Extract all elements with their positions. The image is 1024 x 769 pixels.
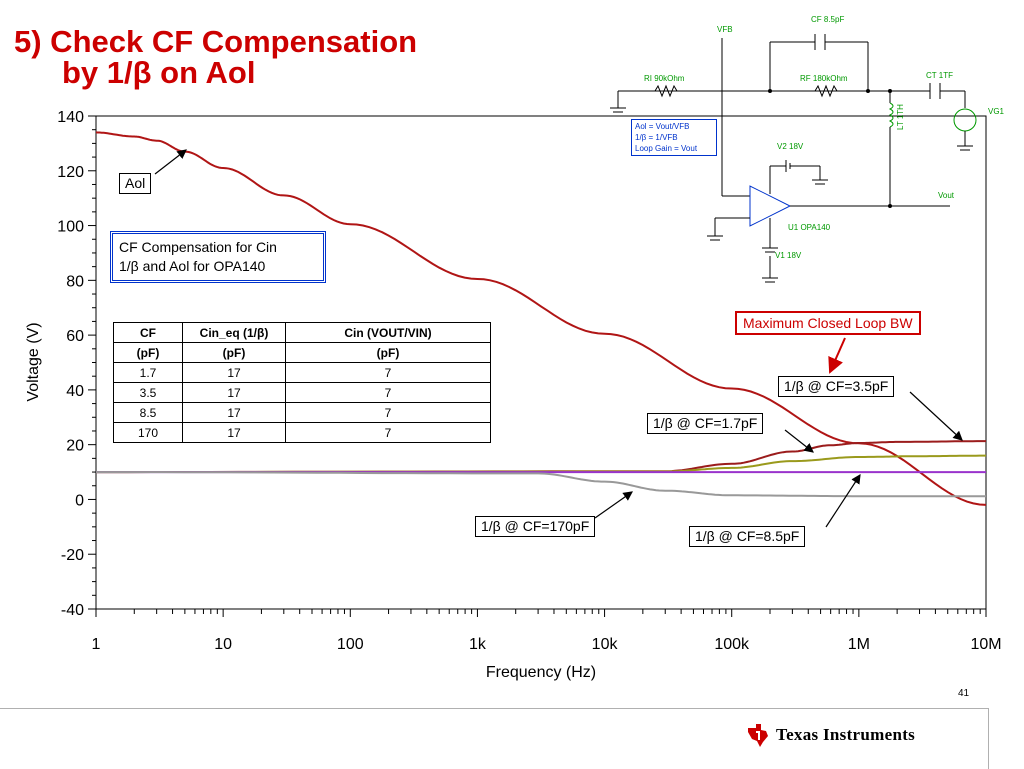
aol-definition-box: Aol = Vout/VFB 1/β = 1/VFB Loop Gain = V… [631,119,717,156]
table-row: 3.5 17 7 [113,382,491,403]
y-tick-label: -20 [61,547,84,564]
table-cell: 17 [182,382,286,403]
table-unit-cell: (pF) [182,342,286,363]
table-cell: 3.5 [113,382,183,403]
page-number: 41 [958,688,970,699]
red-callout-arrow [828,337,846,374]
table-units-row: (pF) (pF) (pF) [113,342,491,363]
loopgain-definition-line: Loop Gain = Vout [635,144,698,153]
callout-arrow [594,491,633,519]
table-cell: 7 [285,362,491,383]
cf-170-callout: 1/β @ CF=170pF [475,516,596,537]
table-unit-cell: (pF) [113,342,183,363]
y-tick-label: 100 [57,219,84,236]
x-tick-label: 10M [970,636,1001,653]
table-header-row: CF Cin_eq (1/β) Cin (VOUT/VIN) [113,322,491,343]
ct-label: CT 1TF [926,71,953,80]
series-line [96,471,986,498]
y-tick-label: 20 [66,438,84,455]
max-closed-loop-bw-callout: Maximum Closed Loop BW [735,311,921,335]
ti-logo-icon [748,724,768,747]
x-tick-label: 10k [592,636,619,653]
table-cell: 17 [182,402,286,423]
y-tick-label: 40 [66,383,84,400]
slide-title: 5) Check CF Compensation by 1/β on Aol [14,26,417,88]
x-axis-label: Frequency (Hz) [486,664,596,681]
x-tick-label: 1M [848,636,870,653]
table-cell: 17 [182,422,286,443]
x-tick-label: 1k [469,636,487,653]
ri-label: RI 90kOhm [644,74,685,83]
table-row: 8.5 17 7 [113,402,491,423]
y-tick-label: 60 [66,328,84,345]
y-tick-label: 140 [57,109,84,126]
y-tick-label: 120 [57,164,84,181]
cf-table: CF Cin_eq (1/β) Cin (VOUT/VIN) (pF) (pF)… [113,322,491,443]
slide-title-line1: 5) Check CF Compensation [14,24,418,59]
aol-definition-line: Aol = Vout/VFB [635,122,690,131]
table-cell: 8.5 [113,402,183,423]
table-unit-cell: (pF) [285,342,491,363]
cf-label: CF 8.5pF [811,15,844,24]
circuit-schematic: CF 8.5pF VFB RI 90kOhm RF 180kOhm CT 1TF… [610,15,1005,283]
x-tick-label: 10 [214,636,232,653]
slide-title-line2: by 1/β on Aol [62,55,256,90]
x-tick-label: 1 [92,636,101,653]
table-cell: 17 [182,362,286,383]
cf-1p7-callout: 1/β @ CF=1.7pF [647,413,764,434]
lt-label: LT 1TH [896,104,905,130]
x-tick-label: 100k [714,636,750,653]
y-axis-label: Voltage (V) [25,322,42,401]
slide-footer [0,708,989,769]
v1-label: V1 18V [775,251,802,260]
beta-definition-line: 1/β = 1/VFB [635,133,678,142]
table-cell: 1.7 [113,362,183,383]
v2-label: V2 18V [777,142,804,151]
vout-label: Vout [938,191,955,200]
callout-arrow [909,391,963,441]
cf-8p5-callout: 1/β @ CF=8.5pF [689,526,806,547]
vfb-label: VFB [717,25,733,34]
note-line1: CF Compensation for Cin [119,239,277,255]
aol-callout: Aol [119,173,152,194]
series-line [95,131,987,506]
callout-arrow [784,429,814,453]
rf-label: RF 180kOhm [800,74,848,83]
u1-label: U1 OPA140 [788,223,831,232]
y-tick-label: 0 [75,492,84,509]
table-header-cell: CF [113,322,183,343]
table-header-cell: Cin (VOUT/VIN) [285,322,491,343]
cf-compensation-note: CF Compensation for Cin 1/β and Aol for … [110,231,326,283]
note-line2: 1/β and Aol for OPA140 [119,258,266,274]
table-header-cell: Cin_eq (1/β) [182,322,286,343]
cf-3p5-callout: 1/β @ CF=3.5pF [778,376,895,397]
table-cell: 7 [285,422,491,443]
y-tick-label: -40 [61,602,84,619]
table-row: 170 17 7 [113,422,491,443]
y-tick-label: 80 [66,273,84,290]
vg1-label: VG1 [988,107,1005,116]
x-tick-label: 100 [337,636,364,653]
ti-logo-text: Texas Instruments [776,725,916,744]
table-cell: 7 [285,402,491,423]
table-row: 1.7 17 7 [113,362,491,383]
ti-logo: Texas Instruments [746,722,915,748]
callout-arrow [154,149,187,175]
table-cell: 7 [285,382,491,403]
table-cell: 170 [113,422,183,443]
callout-arrow [825,473,861,528]
